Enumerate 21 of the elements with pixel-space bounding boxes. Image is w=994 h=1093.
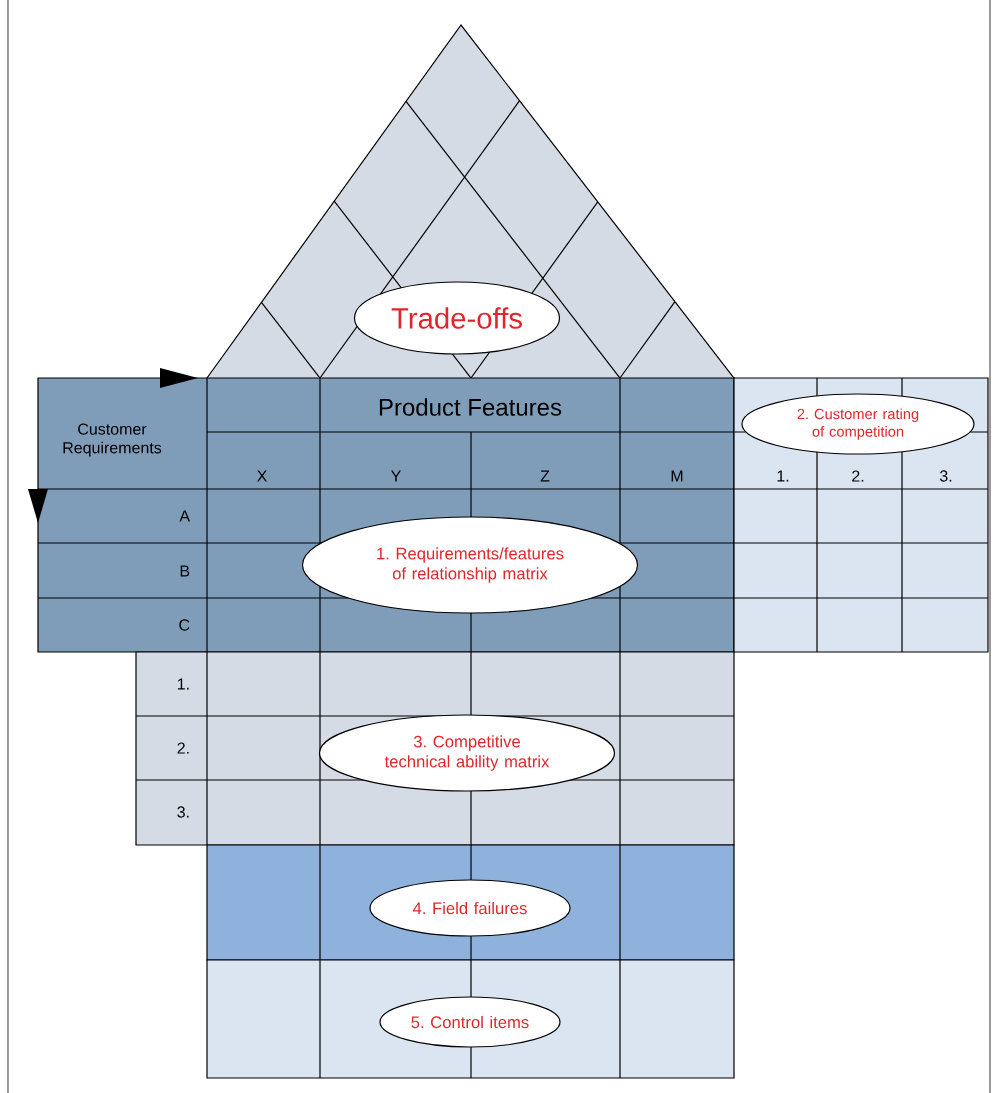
label-oval: 2. Customer rating of competition <box>741 393 975 455</box>
cell-label: X <box>257 470 267 482</box>
cell-label: 1. <box>777 470 789 482</box>
cell-label: 2. <box>852 470 864 482</box>
cell-label: 3. <box>177 806 189 818</box>
cell-label: 2. <box>177 742 189 754</box>
label-oval: Trade-offs <box>353 281 561 355</box>
cell-label: C <box>179 619 190 631</box>
label-oval: 3. Competitive technical ability matrix <box>318 714 616 792</box>
cell-label: B <box>180 565 190 577</box>
cell-label: Y <box>391 470 401 482</box>
cell-label: M <box>671 470 683 482</box>
cell-label: A <box>179 510 191 522</box>
label-oval: 4. Field failures <box>369 879 571 937</box>
label-oval: 5. Control items <box>379 996 561 1048</box>
product-features-heading: Product Features <box>379 398 562 416</box>
label-oval: 1. Requirements/features of relationship matrix <box>301 516 639 614</box>
cell-label: 3. <box>939 470 952 482</box>
cell-label: 1. <box>177 678 189 690</box>
cell-label: Z <box>540 470 550 482</box>
cell-label: Customer Requirements <box>63 423 162 457</box>
